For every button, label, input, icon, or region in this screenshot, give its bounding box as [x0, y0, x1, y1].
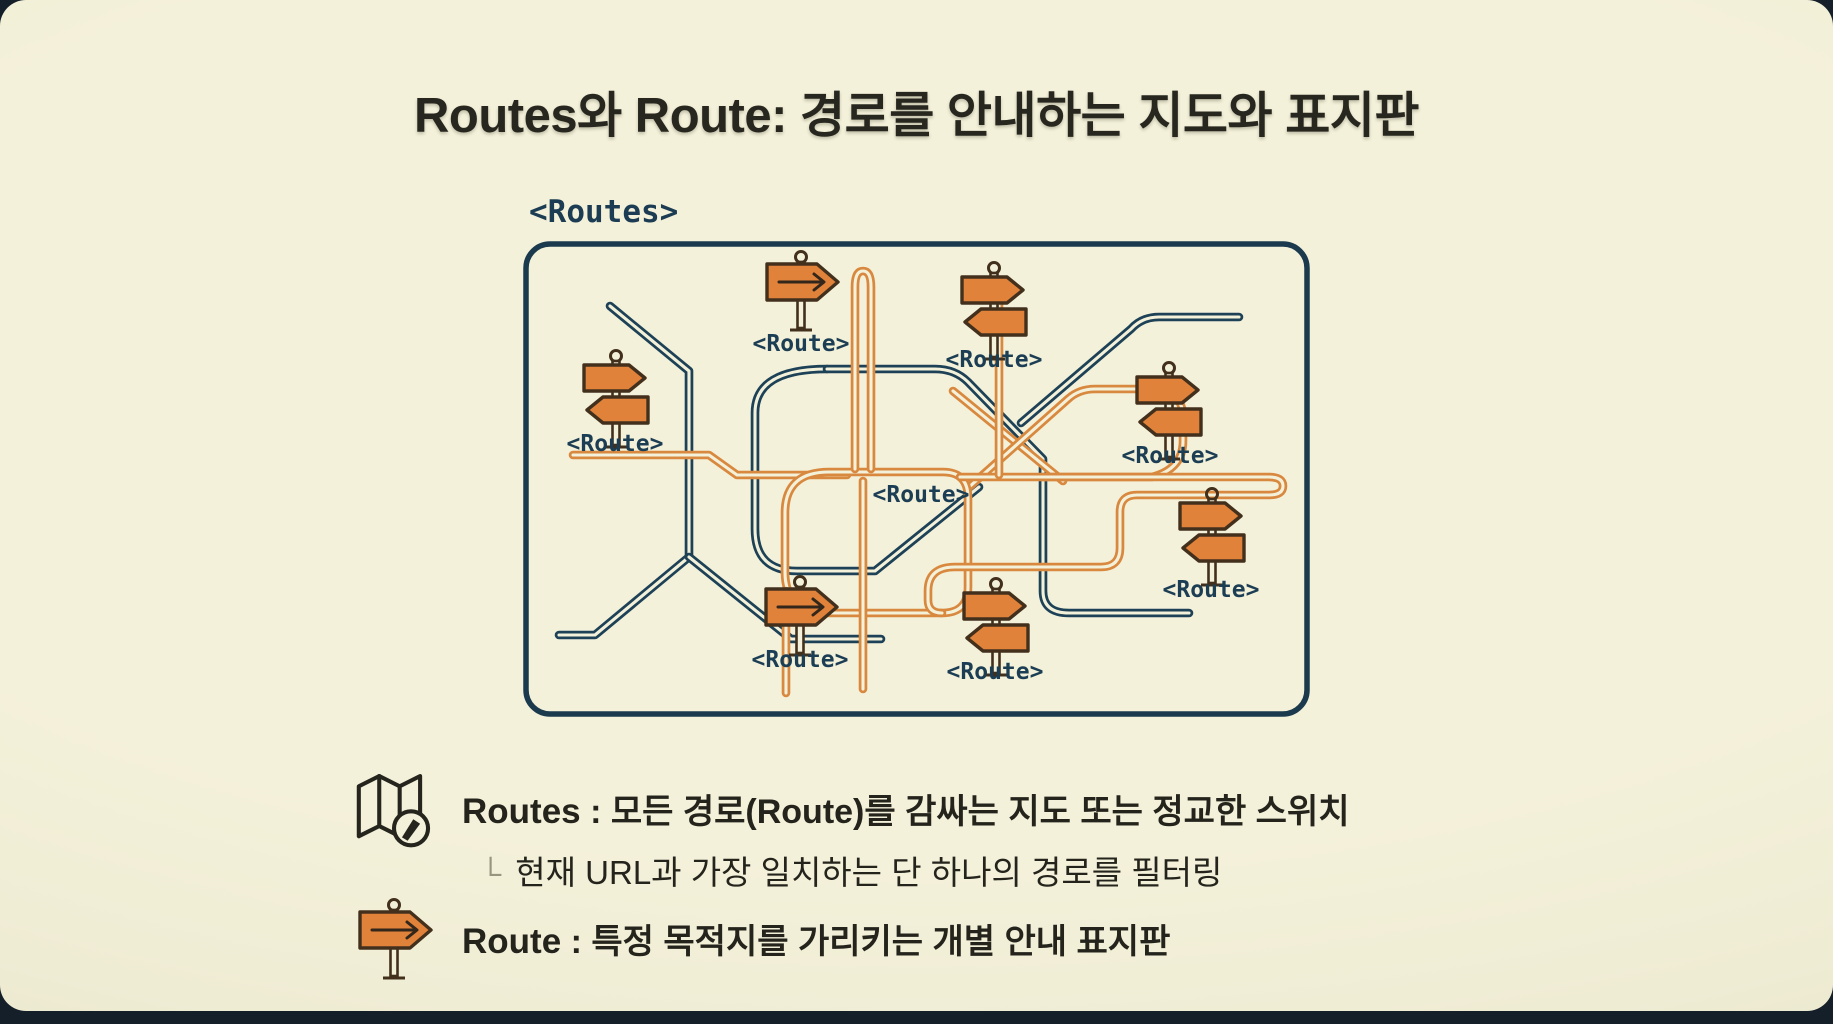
- legend-desc-filtering: 현재 URL과 가장 일치하는 단 하나의 경로를 필터링: [515, 854, 1223, 891]
- legend-desc-routes: 모든 경로(Route)를 감싸는 지도 또는 정교한 스위치: [610, 793, 1350, 831]
- legend-desc-route: 특정 목적지를 가리키는 개별 안내 표지판: [591, 923, 1171, 961]
- legend-term-routes: Routes: [462, 792, 581, 831]
- page-title: Routes와 Route: 경로를 안내하는 지도와 표지판: [414, 89, 1419, 143]
- route-tag-label: <Route>: [1163, 577, 1260, 603]
- legend: Routes : 모든 경로(Route)를 감싸는 지도 또는 정교한 스위치…: [352, 762, 1532, 992]
- route-tag-label: <Route>: [1122, 443, 1219, 469]
- legend-separator: :: [580, 793, 611, 831]
- route-tag-label: <Route>: [947, 659, 1044, 685]
- route-map-svg: <Route> <Route> <Route> <Route> <Route> <Rout…: [523, 241, 1310, 717]
- signpost-icon: [358, 897, 433, 980]
- routes-boundary-box: [523, 241, 1310, 717]
- signpost-single-arrow-icon: [765, 249, 840, 332]
- routes-map-diagram: <Routes>: [523, 194, 1313, 720]
- route-tag-label: <Route>: [567, 431, 664, 457]
- legend-row-routes-note: └ 현재 URL과 가장 일치하는 단 하나의 경로를 필터링: [480, 846, 1222, 894]
- route-tag-label: <Route>: [946, 347, 1043, 373]
- signpost-double-arrow-icon: [1178, 486, 1246, 587]
- signpost-double-arrow-icon: [960, 260, 1028, 361]
- legend-row-route: Route : 특정 목적지를 가리키는 개별 안내 표지판: [462, 914, 1170, 963]
- legend-separator: :: [561, 923, 592, 961]
- legend-term-route: Route: [462, 922, 562, 961]
- route-tag-label: <Route>: [753, 331, 850, 357]
- routes-container-label: <Routes>: [529, 194, 679, 230]
- elbow-connector-icon: └: [480, 858, 502, 891]
- route-tag-label: <Route>: [873, 482, 970, 508]
- route-tag-label: <Route>: [752, 647, 849, 673]
- map-icon: [356, 774, 431, 848]
- legend-row-routes: Routes : 모든 경로(Route)를 감싸는 지도 또는 정교한 스위치: [462, 784, 1350, 833]
- route-markers: <Route> <Route> <Route> <Route> <Route> <Rout…: [567, 249, 1260, 685]
